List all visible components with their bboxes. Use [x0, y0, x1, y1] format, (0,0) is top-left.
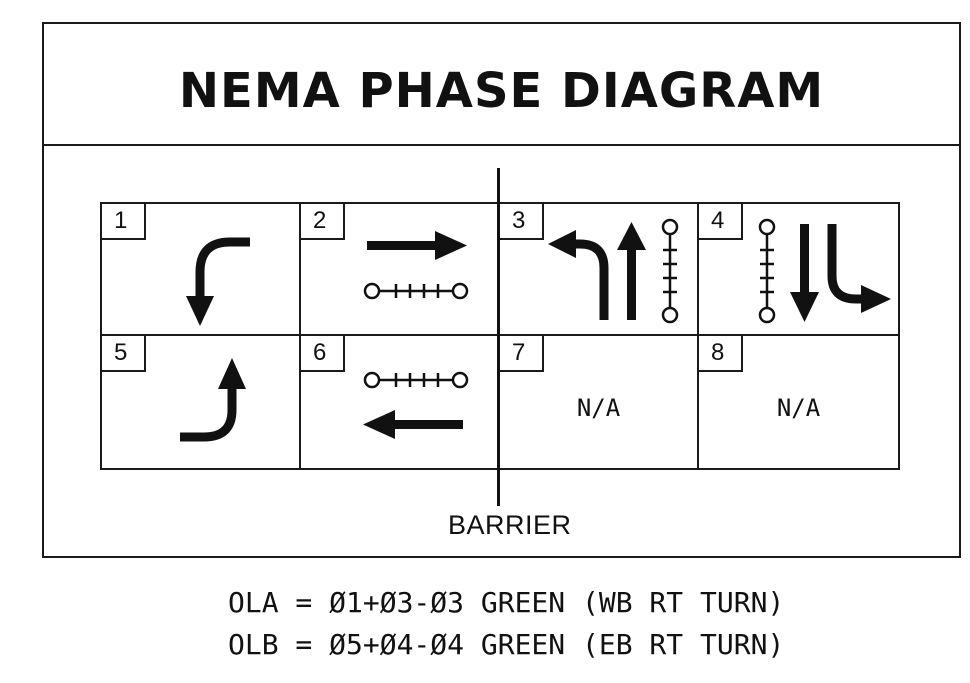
- phase-cell-7: 7 N/A: [500, 336, 699, 468]
- through-arrow-right-icon: [363, 231, 469, 300]
- phase-cell-1: 1: [102, 204, 301, 336]
- overlap-definitions: OLA = Ø1+Ø3-Ø3 GREEN (WB RT TURN) OLB = …: [228, 582, 784, 666]
- phase-number: 1: [102, 204, 146, 240]
- phase-cell-8: 8 N/A: [699, 336, 898, 468]
- phase-cell-5: 5: [102, 336, 301, 468]
- diagram-frame: NEMA PHASE DIAGRAM: [42, 22, 961, 558]
- phase-cell-3: 3: [500, 204, 699, 336]
- phase-number: 3: [500, 204, 544, 240]
- crosswalk-icon: [758, 218, 776, 324]
- phase-cell-4: 4: [699, 204, 898, 336]
- crosswalk-icon: [363, 371, 469, 389]
- overlap-b-definition: OLB = Ø5+Ø4-Ø4 GREEN (EB RT TURN): [228, 628, 785, 661]
- phase-number: 4: [699, 204, 743, 240]
- barrier-label: BARRIER: [448, 510, 572, 540]
- crosswalk-icon: [661, 218, 679, 324]
- crosswalk-icon: [363, 282, 469, 300]
- left-turn-arrow-icon: [186, 237, 250, 326]
- phase-number: 5: [102, 336, 146, 372]
- title-band: NEMA PHASE DIAGRAM: [44, 24, 959, 146]
- phase-na-text: N/A: [576, 394, 621, 422]
- phase-number: 8: [699, 336, 743, 372]
- phase-cell-2: 2: [301, 204, 500, 336]
- barrier-line: [497, 168, 500, 506]
- page-title: NEMA PHASE DIAGRAM: [178, 63, 825, 119]
- left-turn-arrow-icon: [180, 358, 246, 442]
- phase-grid: 1 2 3: [100, 202, 900, 470]
- phase-number: 6: [301, 336, 345, 372]
- through-arrow-left-icon: [363, 371, 469, 439]
- left-and-through-arrows-icon: [548, 218, 679, 324]
- phase-cell-6: 6: [301, 336, 500, 468]
- phase-number: 2: [301, 204, 345, 240]
- through-and-left-arrows-icon: [758, 218, 891, 324]
- overlap-a-definition: OLA = Ø1+Ø3-Ø3 GREEN (WB RT TURN): [228, 586, 785, 619]
- phase-number: 7: [500, 336, 544, 372]
- phase-na-text: N/A: [776, 394, 821, 422]
